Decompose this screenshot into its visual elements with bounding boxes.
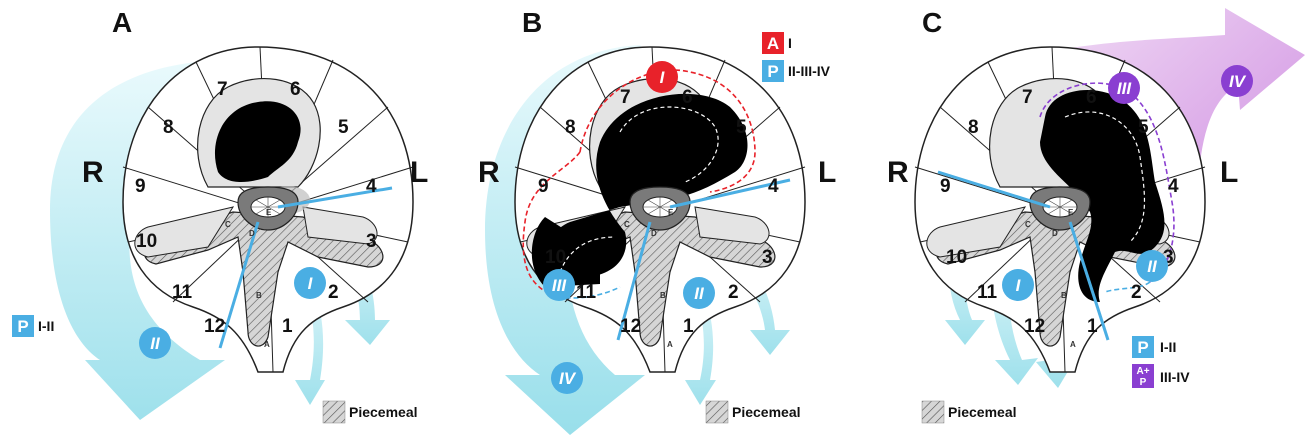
side-label-right: R [82, 156, 104, 189]
sector-11: 11 [172, 282, 193, 303]
label-c: C [624, 220, 630, 229]
sector-2: 2 [1131, 282, 1142, 303]
sector-9: 9 [135, 176, 146, 197]
sector-6: 6 [290, 79, 301, 100]
stage-ii: II [694, 284, 705, 303]
legend-a-range: I [788, 35, 792, 51]
sector-8: 8 [163, 117, 174, 138]
sector-7: 7 [620, 87, 631, 108]
sector-4: 4 [366, 176, 377, 197]
sector-3: 3 [762, 247, 773, 268]
sector-10: 10 [136, 231, 157, 252]
panel-b: B R L 6 7 5 8 4 9 3 10 2 11 1 12 A B C D… [478, 7, 836, 435]
panel-c: C R L 6 7 5 8 4 9 3 10 2 11 1 12 A B C D… [887, 7, 1305, 423]
sector-5: 5 [1138, 117, 1149, 138]
sector-7: 7 [217, 79, 228, 100]
sector-1: 1 [683, 316, 694, 337]
legend-piecemeal: Piecemeal [948, 404, 1017, 420]
label-e: E [1068, 208, 1074, 217]
sector-8: 8 [565, 117, 576, 138]
legend-piecemeal: Piecemeal [349, 404, 418, 420]
sector-3: 3 [366, 231, 377, 252]
legend-ap-range: III-IV [1160, 369, 1190, 385]
sector-7: 7 [1022, 87, 1033, 108]
label-a: A [667, 340, 673, 349]
sector-9: 9 [538, 176, 549, 197]
sector-9: 9 [940, 176, 951, 197]
label-c: C [1025, 220, 1031, 229]
legend-p-key-text: P [767, 62, 778, 81]
label-d: D [651, 229, 657, 238]
sector-4: 4 [768, 176, 779, 197]
stage-iii: III [552, 276, 567, 295]
legend-p-key-text: P [17, 317, 28, 336]
legend-ap-key-top: A+ [1136, 366, 1149, 377]
legend-piecemeal: Piecemeal [732, 404, 801, 420]
legend-piecemeal-swatch [323, 401, 345, 423]
panel-letter: A [112, 7, 132, 38]
stage-iii: III [1117, 79, 1132, 98]
sector-4: 4 [1168, 176, 1179, 197]
label-a: A [1070, 340, 1076, 349]
label-b: B [1061, 291, 1067, 300]
label-a: A [264, 340, 270, 349]
sector-12: 12 [204, 316, 225, 337]
legend-piecemeal-swatch [706, 401, 728, 423]
label-d: D [249, 229, 255, 238]
side-label-right: R [887, 156, 909, 189]
sector-11: 11 [977, 282, 998, 303]
label-c: C [225, 220, 231, 229]
sector-8: 8 [968, 117, 979, 138]
legend-p-range: I-II [1160, 339, 1176, 355]
side-label-left: L [410, 156, 428, 189]
legend-ap-key-bottom: P [1140, 377, 1147, 388]
sector-2: 2 [728, 282, 739, 303]
legend-p-range: I-II [38, 318, 54, 334]
legend-p-range: II-III-IV [788, 63, 831, 79]
panel-letter: C [922, 7, 942, 38]
sector-10: 10 [946, 247, 967, 268]
side-label-left: L [818, 156, 836, 189]
sector-12: 12 [620, 316, 641, 337]
sector-1: 1 [282, 316, 293, 337]
sector-11: 11 [576, 282, 597, 303]
side-label-right: R [478, 156, 500, 189]
legend-p-key-text: P [1137, 338, 1148, 357]
sector-1: 1 [1087, 316, 1098, 337]
panel-a: A R L 6 7 5 8 4 9 3 10 2 11 1 12 A B C D… [12, 7, 428, 420]
panel-letter: B [522, 7, 542, 38]
sector-5: 5 [338, 117, 349, 138]
stage-iv: IV [559, 369, 577, 388]
sector-5: 5 [736, 117, 747, 138]
label-d: D [1052, 229, 1058, 238]
stage-iv: IV [1229, 72, 1247, 91]
sector-12: 12 [1024, 316, 1045, 337]
sector-6: 6 [1086, 87, 1097, 108]
stage-ii: II [150, 334, 161, 353]
sector-10: 10 [545, 247, 566, 268]
legend-piecemeal-swatch [922, 401, 944, 423]
sector-2: 2 [328, 282, 339, 303]
label-b: B [256, 291, 262, 300]
side-label-left: L [1220, 156, 1238, 189]
label-b: B [660, 291, 666, 300]
label-e: E [266, 208, 272, 217]
sector-6: 6 [682, 87, 693, 108]
label-e: E [668, 208, 674, 217]
stage-ii: II [1147, 257, 1158, 276]
legend-a-key-text: A [767, 34, 779, 53]
